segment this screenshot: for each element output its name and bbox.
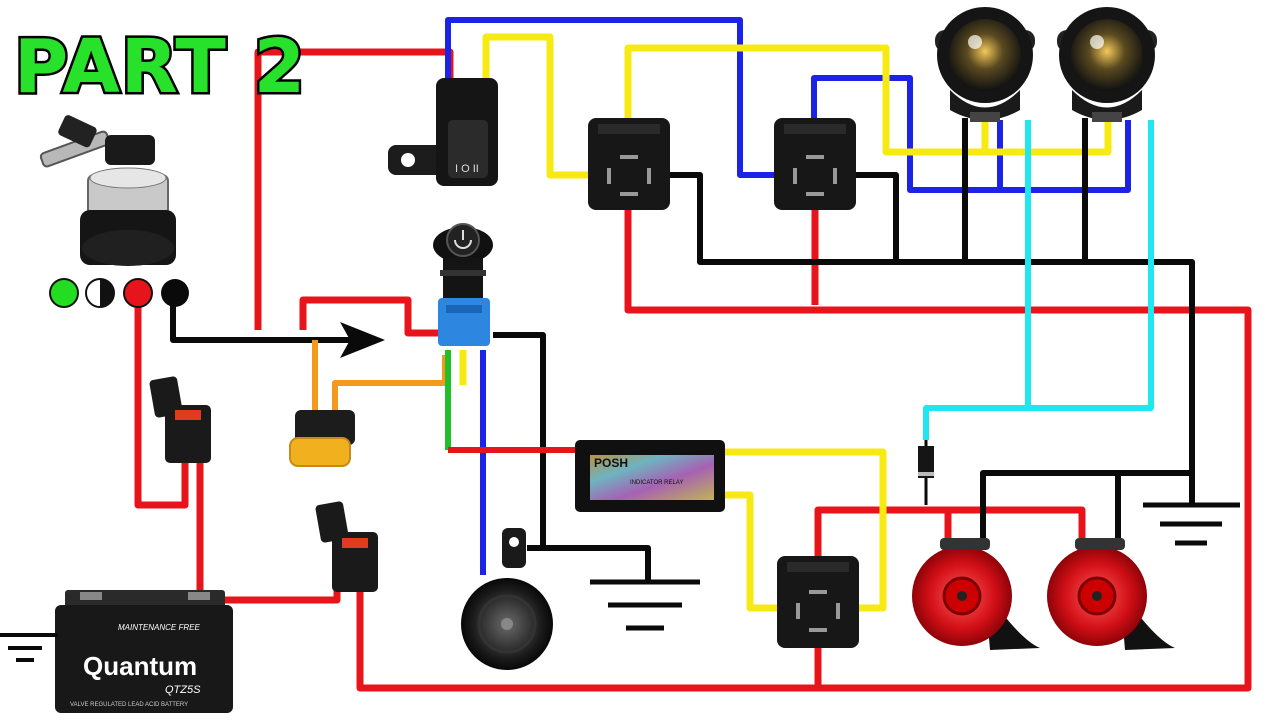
red-horn-2-icon	[1047, 538, 1175, 650]
yellow-wires	[459, 33, 1112, 612]
terminal-red-icon	[123, 278, 153, 308]
terminal-black-icon	[161, 279, 189, 307]
fog-light-2-icon	[1057, 7, 1157, 122]
key-terminals	[49, 278, 189, 308]
horn-switch-icon	[289, 410, 355, 467]
ground-symbol-battery	[0, 633, 58, 662]
relay-3-icon	[777, 556, 859, 648]
battery-fine-print: VALVE REGULATED LEAD ACID BATTERY	[70, 702, 188, 708]
flasher-caption: INDICATOR RELAY	[630, 480, 683, 486]
page-title: PART 2	[14, 24, 306, 110]
rocker-switch-icon: I O II	[388, 78, 498, 186]
fuse-holder-1-icon	[149, 376, 211, 463]
disc-horn-icon	[461, 528, 553, 670]
battery-subtitle: MAINTENANCE FREE	[118, 623, 200, 632]
red-horn-1-icon	[912, 538, 1040, 650]
arrow-icon	[340, 322, 385, 358]
battery-model: QTZ5S	[165, 684, 201, 696]
relay-2-icon	[774, 118, 856, 210]
cyan-wires	[923, 120, 1154, 440]
terminal-green-icon	[49, 278, 79, 308]
push-button-switch-icon	[433, 223, 493, 346]
battery-icon: MAINTENANCE FREE Quantum QTZ5S VALVE REG…	[55, 590, 233, 713]
fog-light-1-icon	[935, 7, 1035, 122]
flasher-relay-icon: POSH INDICATOR RELAY	[575, 440, 725, 512]
relay-1-icon	[588, 118, 670, 210]
ground-symbol-right	[1143, 502, 1240, 546]
flasher-brand: POSH	[594, 456, 628, 470]
fuse-holder-2-icon	[315, 501, 378, 592]
black-wires	[170, 118, 1195, 580]
battery-brand: Quantum	[83, 651, 197, 681]
diode-icon	[918, 440, 934, 505]
rocker-switch-label: I O II	[455, 163, 479, 175]
ignition-key-switch-icon	[39, 115, 176, 266]
ground-symbol-horn	[590, 579, 700, 631]
